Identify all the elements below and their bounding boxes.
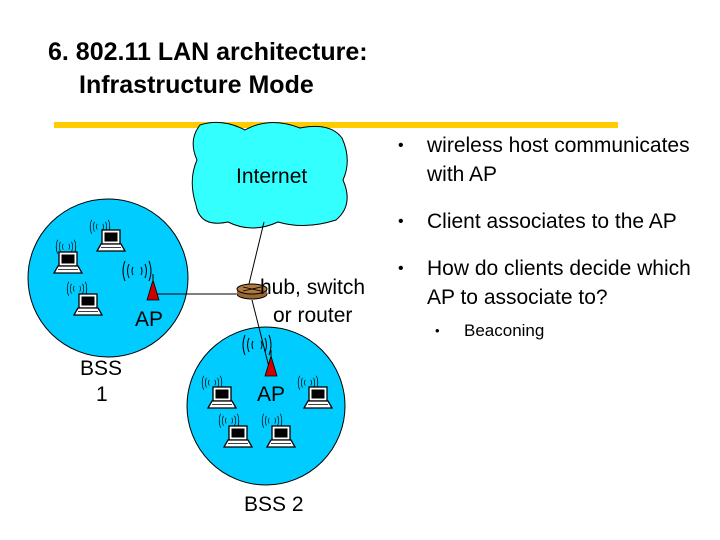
bullet-dot-icon: • [398,137,404,154]
bss-1-cell [27,198,189,358]
bss-1-label-line-2: 1 [96,383,108,406]
ap-1-icon [146,274,160,301]
bullet-text: Client associates to the AP [427,210,677,233]
hub-icon [236,283,268,300]
hub-label-line-1: hub, switch [260,276,366,299]
internet-hub-link [248,221,265,285]
hub-label-line-2: or router [273,304,353,327]
sub-bullet-item: • Beaconing [398,319,708,343]
bullet-text: wireless host communicates with AP [427,134,690,186]
sub-bullet-dot-icon: • [435,323,440,338]
internet-label: Internet [236,165,308,188]
ap-2-icon [264,350,278,377]
bullet-item: • How do clients decide which AP to asso… [398,254,708,312]
sub-bullet-text: Beaconing [464,321,545,340]
bullet-item: • wireless host communicates with AP [398,131,708,189]
ap-2-label: AP [257,383,286,406]
slide-title: 6. 802.11 LAN architecture: Infrastructu… [48,36,368,102]
hub-ap2-link [251,299,272,376]
title-line-1: 6. 802.11 LAN architecture: [48,38,368,66]
bullet-list: • wireless host communicates with AP • C… [398,131,708,343]
bullet-dot-icon: • [398,260,404,277]
ap-1-label: AP [135,308,164,331]
bss-1-label-line-1: BSS [80,357,123,380]
internet-cloud [191,121,348,229]
title-underline [54,122,618,128]
bullet-item: • Client associates to the AP [398,207,708,236]
title-line-2: Infrastructure Mode [79,71,314,99]
bullet-dot-icon: • [398,213,404,230]
bullet-text: How do clients decide which AP to associ… [427,257,691,309]
bss-2-label: BSS 2 [244,493,304,516]
